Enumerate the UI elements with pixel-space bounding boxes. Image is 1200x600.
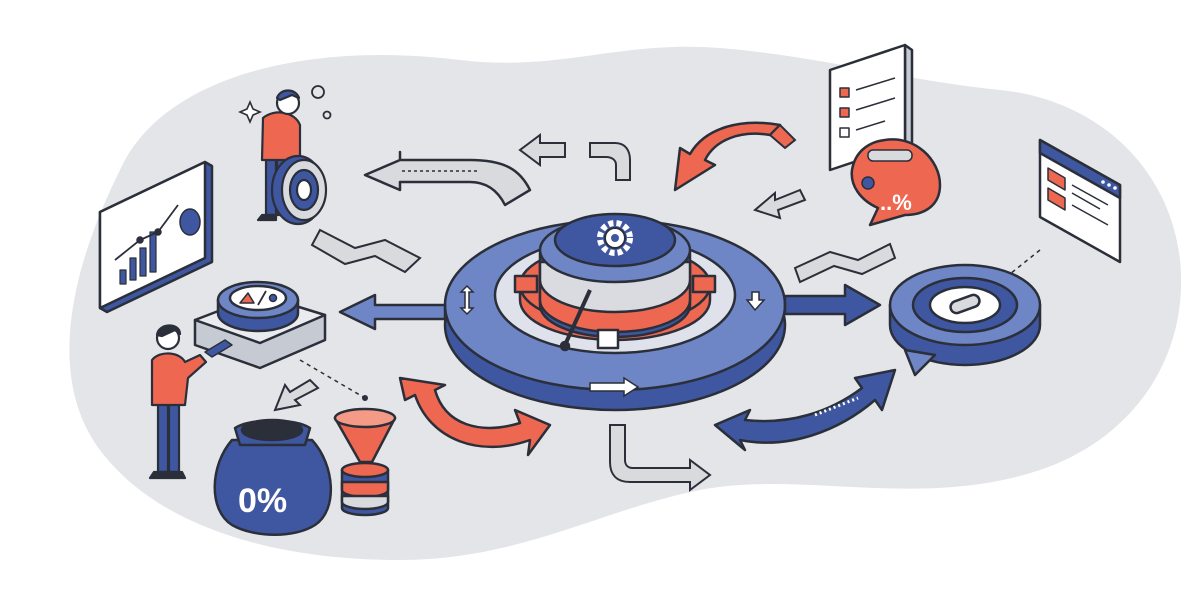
gear-icon [597, 220, 633, 256]
top-right-red-arrow [673, 121, 782, 192]
money-bag-icon [213, 418, 333, 536]
top-bent-gray-arrow [589, 142, 631, 181]
bag-gray-arrow [273, 378, 320, 412]
browser-window-icon [1038, 138, 1122, 264]
platform-direction-markers [459, 284, 766, 398]
bottom-right-blue-arrow [713, 368, 897, 452]
percent-speech-bubble-icon [850, 138, 942, 227]
bubble-percent-label: ..% [880, 190, 912, 215]
bag-percent-label: 0% [238, 482, 287, 520]
right-small-gray-arrow [752, 188, 807, 220]
sparkle-icon [237, 99, 263, 125]
right-dial [888, 263, 1042, 377]
bottom-elbow-arrow [609, 424, 712, 492]
funnel-icon [333, 407, 397, 517]
control-box [193, 280, 327, 370]
top-small-gray-arrow [518, 133, 566, 167]
right-zigzag-ribbon [793, 242, 897, 284]
person-with-wheel [256, 85, 332, 226]
left-zigzag-ribbon [310, 228, 422, 274]
person-standing [148, 324, 208, 480]
top-left-gray-arrow [363, 150, 532, 207]
right-flow-arrow [783, 283, 882, 327]
central-platform [443, 212, 787, 412]
bar-chart-icon [98, 160, 214, 314]
bottom-left-red-arrow [398, 376, 552, 457]
left-flow-arrow [338, 293, 447, 331]
